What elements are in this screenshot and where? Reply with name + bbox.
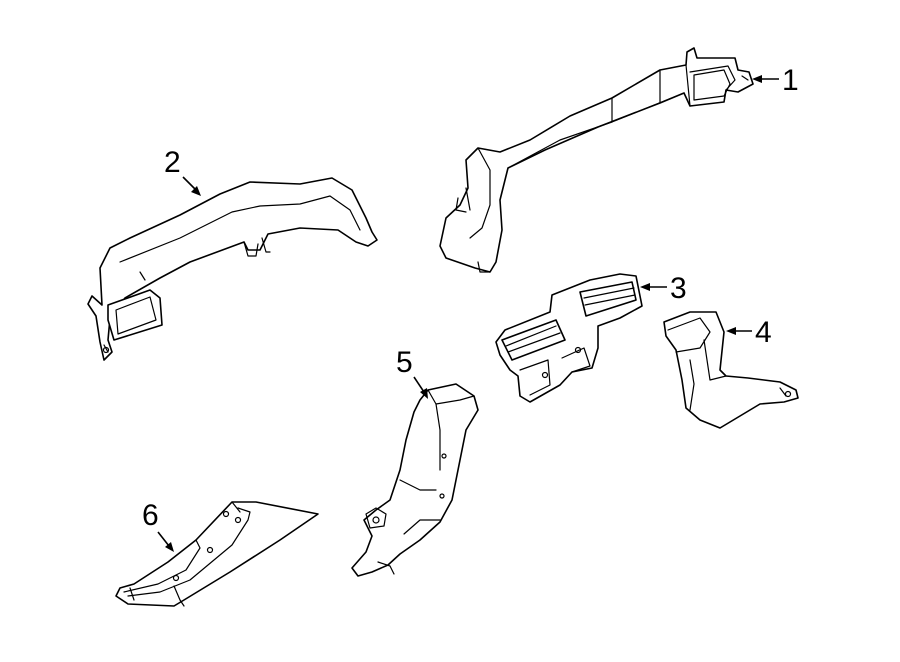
- part-6-duct: [115, 501, 319, 607]
- callout-5: 5: [396, 346, 428, 399]
- part-4-duct: [663, 311, 799, 429]
- callout-2-number: 2: [164, 146, 181, 179]
- part-2-duct: [87, 177, 378, 361]
- part-5-duct: [351, 383, 479, 577]
- callout-6: 6: [142, 499, 174, 552]
- callout-4-number: 4: [755, 316, 772, 349]
- callout-1-number: 1: [782, 64, 799, 97]
- callout-5-number: 5: [396, 346, 413, 379]
- callout-3: 3: [640, 272, 687, 305]
- callout-6-number: 6: [142, 499, 159, 532]
- callout-2: 2: [164, 146, 201, 196]
- part-3-duct: [495, 273, 643, 403]
- part-1-duct: [439, 47, 754, 273]
- callout-3-number: 3: [670, 272, 687, 305]
- callout-1: 1: [752, 64, 799, 97]
- callout-4: 4: [726, 316, 772, 349]
